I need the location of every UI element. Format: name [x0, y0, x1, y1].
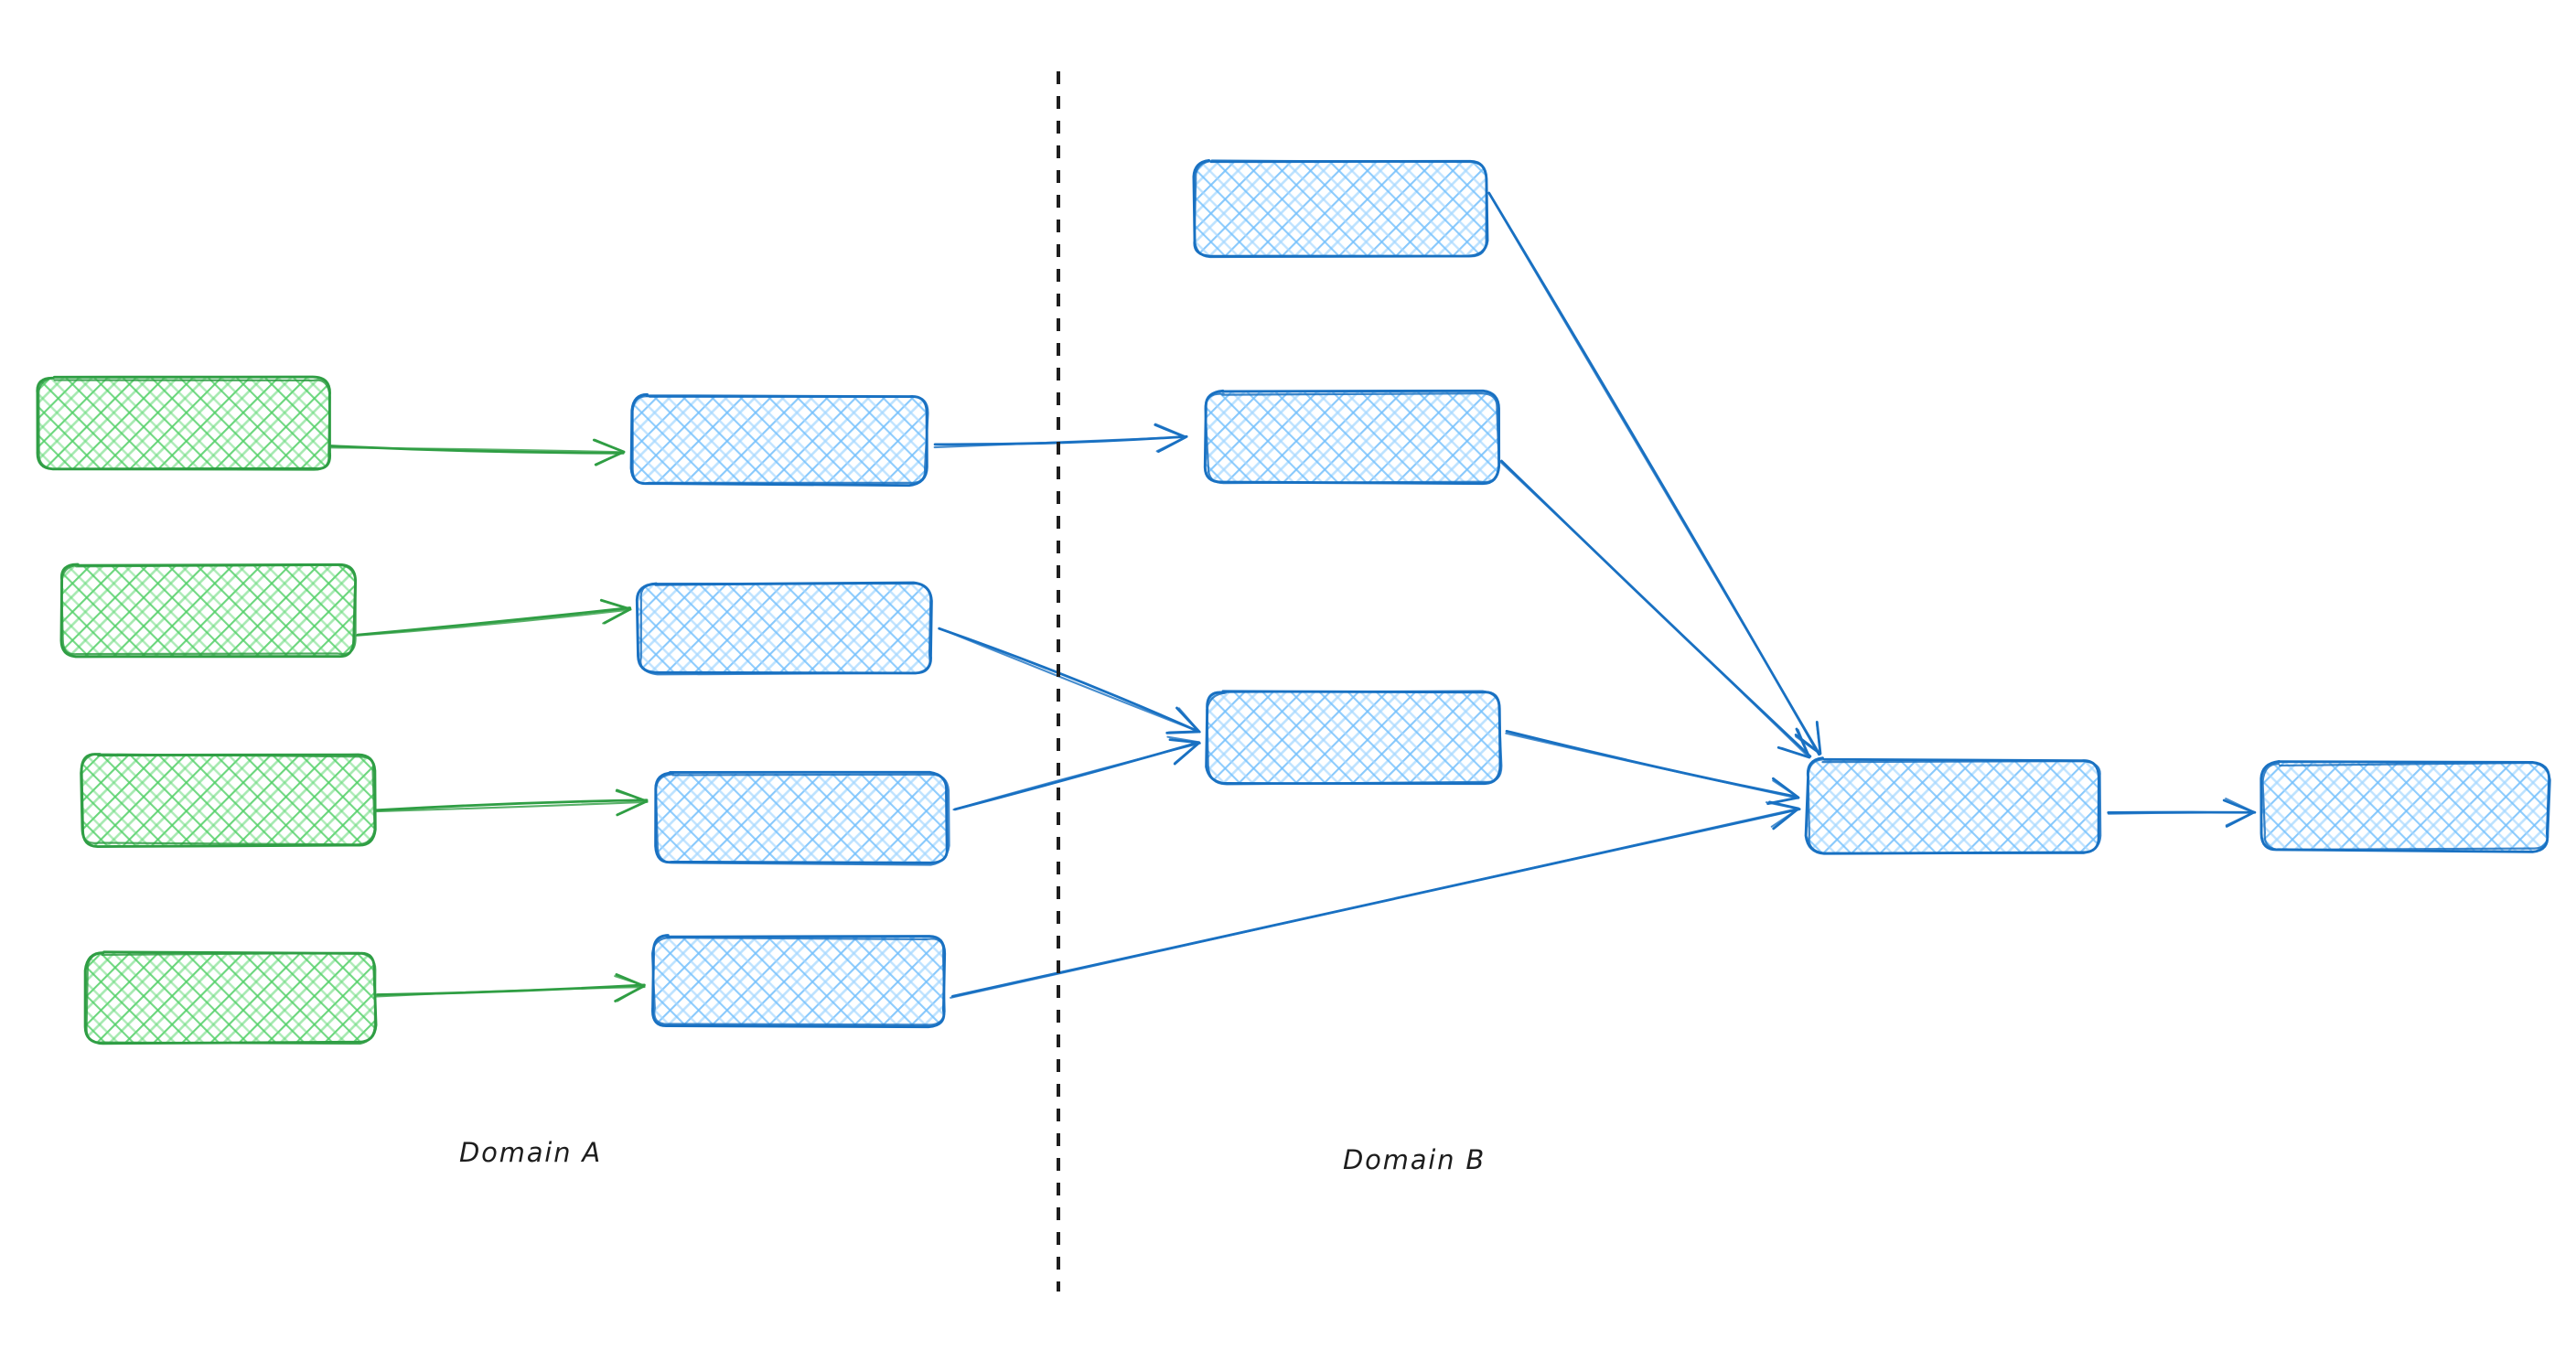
edge-line-secondary: [933, 435, 1187, 449]
node-fill-hatch-b: [86, 953, 375, 1043]
edge-line-secondary: [1505, 732, 1799, 799]
node-fill-hatch-b: [37, 378, 330, 469]
edge-arrowhead-secondary: [594, 438, 625, 466]
node-outline-secondary: [650, 937, 946, 1026]
node-fill-hatch-b: [2262, 763, 2549, 851]
node-fill-hatch-b: [639, 584, 931, 673]
edge-line-secondary: [355, 608, 632, 637]
edge-line: [356, 606, 632, 637]
edge-arrowhead-secondary: [2225, 798, 2256, 827]
edge-line-secondary: [1488, 194, 1821, 756]
edge-arrowhead: [1168, 738, 1201, 766]
edge-arrowhead-secondary: [1766, 779, 1800, 805]
node-hub[interactable]: [1804, 756, 2102, 855]
label-layer: Domain A Domain B: [459, 1137, 1486, 1175]
node-fill-hatch-b: [60, 564, 355, 656]
edge-e-a4-b4[interactable]: [375, 973, 646, 1002]
label-domain-b: Domain B: [1343, 1144, 1486, 1175]
node-a3[interactable]: [80, 752, 377, 849]
edge-line-secondary: [375, 800, 649, 813]
edge-e-c1-hub[interactable]: [1487, 191, 1822, 756]
edge-line-secondary: [2107, 811, 2256, 815]
edge-e-a3-b3[interactable]: [374, 788, 649, 817]
node-outline-secondary: [80, 752, 376, 846]
node-fill-hatch-b: [81, 754, 374, 845]
edge-line: [1505, 729, 1799, 799]
node-c3[interactable]: [1205, 690, 1503, 786]
edge-e-a1-b1[interactable]: [329, 438, 626, 466]
edge-arrowhead-secondary: [1780, 728, 1810, 759]
edge-line-secondary: [938, 627, 1201, 734]
node-fill-hatch-b: [1206, 391, 1498, 483]
node-outline-secondary: [654, 773, 950, 866]
edge-arrowhead-secondary: [1154, 423, 1187, 453]
edge-e-c2-hub[interactable]: [1499, 459, 1812, 759]
edge-line-secondary: [375, 986, 646, 998]
node-outline-secondary: [1204, 392, 1500, 485]
node-a1[interactable]: [36, 375, 332, 471]
label-domain-a: Domain A: [459, 1137, 602, 1168]
node-outline-secondary: [631, 395, 929, 485]
node-outline-secondary: [85, 951, 377, 1045]
edge-line: [374, 799, 649, 812]
node-out[interactable]: [2259, 759, 2551, 853]
edge-arrowhead-secondary: [1166, 735, 1200, 765]
node-outline-secondary: [2261, 761, 2551, 852]
node-fill-hatch-b: [1194, 161, 1487, 256]
node-a4[interactable]: [83, 950, 378, 1045]
node-outline-secondary: [1193, 159, 1487, 259]
node-outline-secondary: [60, 563, 357, 656]
edge-arrowhead-secondary: [600, 599, 631, 625]
edge-arrowhead-secondary: [1167, 707, 1200, 734]
node-a2[interactable]: [59, 563, 358, 659]
edge-e-a2-b2[interactable]: [355, 598, 632, 637]
edge-line-secondary: [950, 808, 1799, 999]
edge-e-b4-hub[interactable]: [950, 800, 1801, 999]
edge-e-b2-c3[interactable]: [938, 627, 1201, 734]
edge-e-c3-hub[interactable]: [1505, 729, 1800, 806]
node-c2[interactable]: [1203, 389, 1501, 486]
edge-arrowhead-secondary: [615, 789, 648, 817]
node-outline: [36, 375, 332, 471]
node-b3[interactable]: [654, 770, 950, 866]
edge-layer: [329, 191, 2257, 1002]
node-fill-hatch-b: [1208, 691, 1500, 783]
node-outline-secondary: [1206, 690, 1503, 786]
node-fill-hatch-b: [632, 395, 927, 485]
node-outline-secondary: [639, 582, 932, 676]
node-layer: [36, 158, 2551, 1045]
edge-e-b3-c3[interactable]: [952, 735, 1201, 811]
node-outline-secondary: [1807, 758, 2102, 854]
edge-arrowhead-secondary: [614, 975, 646, 1002]
node-outline-secondary: [38, 377, 331, 471]
edge-arrowhead-secondary: [1765, 801, 1799, 828]
node-b2[interactable]: [635, 581, 933, 676]
edge-line: [938, 627, 1200, 734]
node-b4[interactable]: [650, 934, 947, 1029]
edge-line-secondary: [952, 742, 1201, 811]
node-fill-hatch-b: [1807, 759, 2099, 852]
edge-line-secondary: [329, 446, 626, 454]
edge-e-b1-c2[interactable]: [933, 423, 1188, 454]
edge-line-secondary: [1499, 461, 1810, 759]
edge-e-hub-out[interactable]: [2107, 798, 2257, 828]
node-b1[interactable]: [629, 392, 929, 488]
node-fill-hatch-b: [652, 937, 945, 1026]
node-c1[interactable]: [1192, 158, 1489, 259]
node-fill-hatch-b: [655, 774, 948, 863]
